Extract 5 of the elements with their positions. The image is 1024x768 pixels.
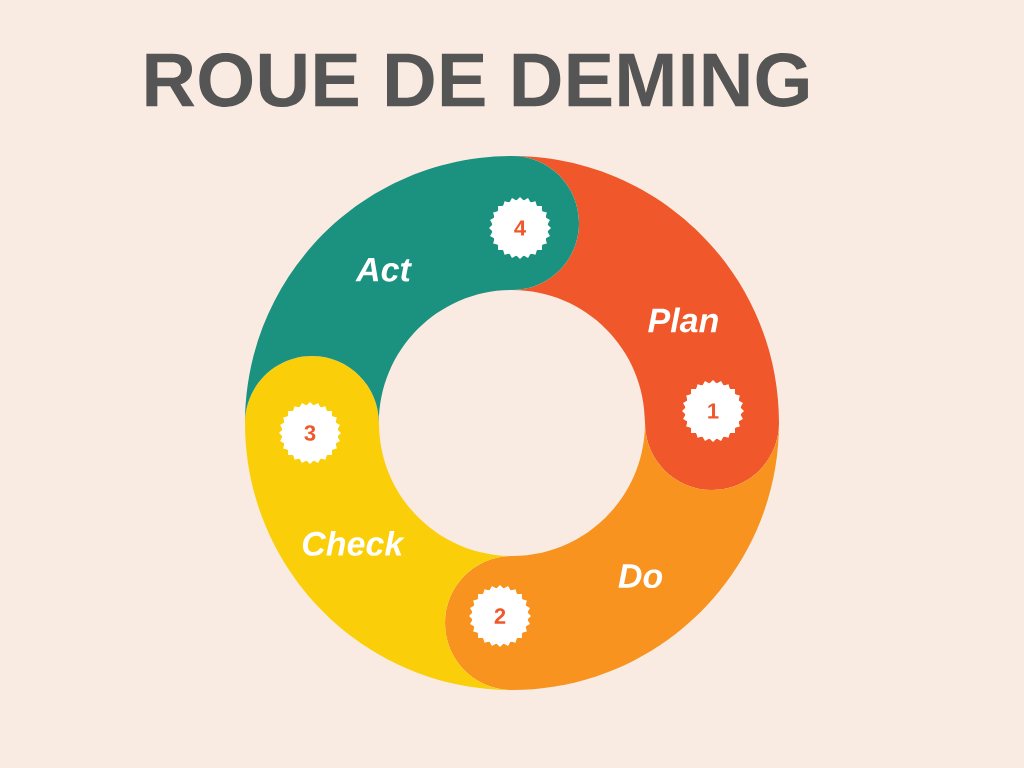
number-badge: 3 [279, 402, 341, 464]
number-badge: 2 [469, 585, 531, 647]
title: ROUE DE DEMING [146, 53, 808, 107]
number-badge: 4 [489, 197, 551, 259]
number-badge: 1 [682, 380, 744, 442]
